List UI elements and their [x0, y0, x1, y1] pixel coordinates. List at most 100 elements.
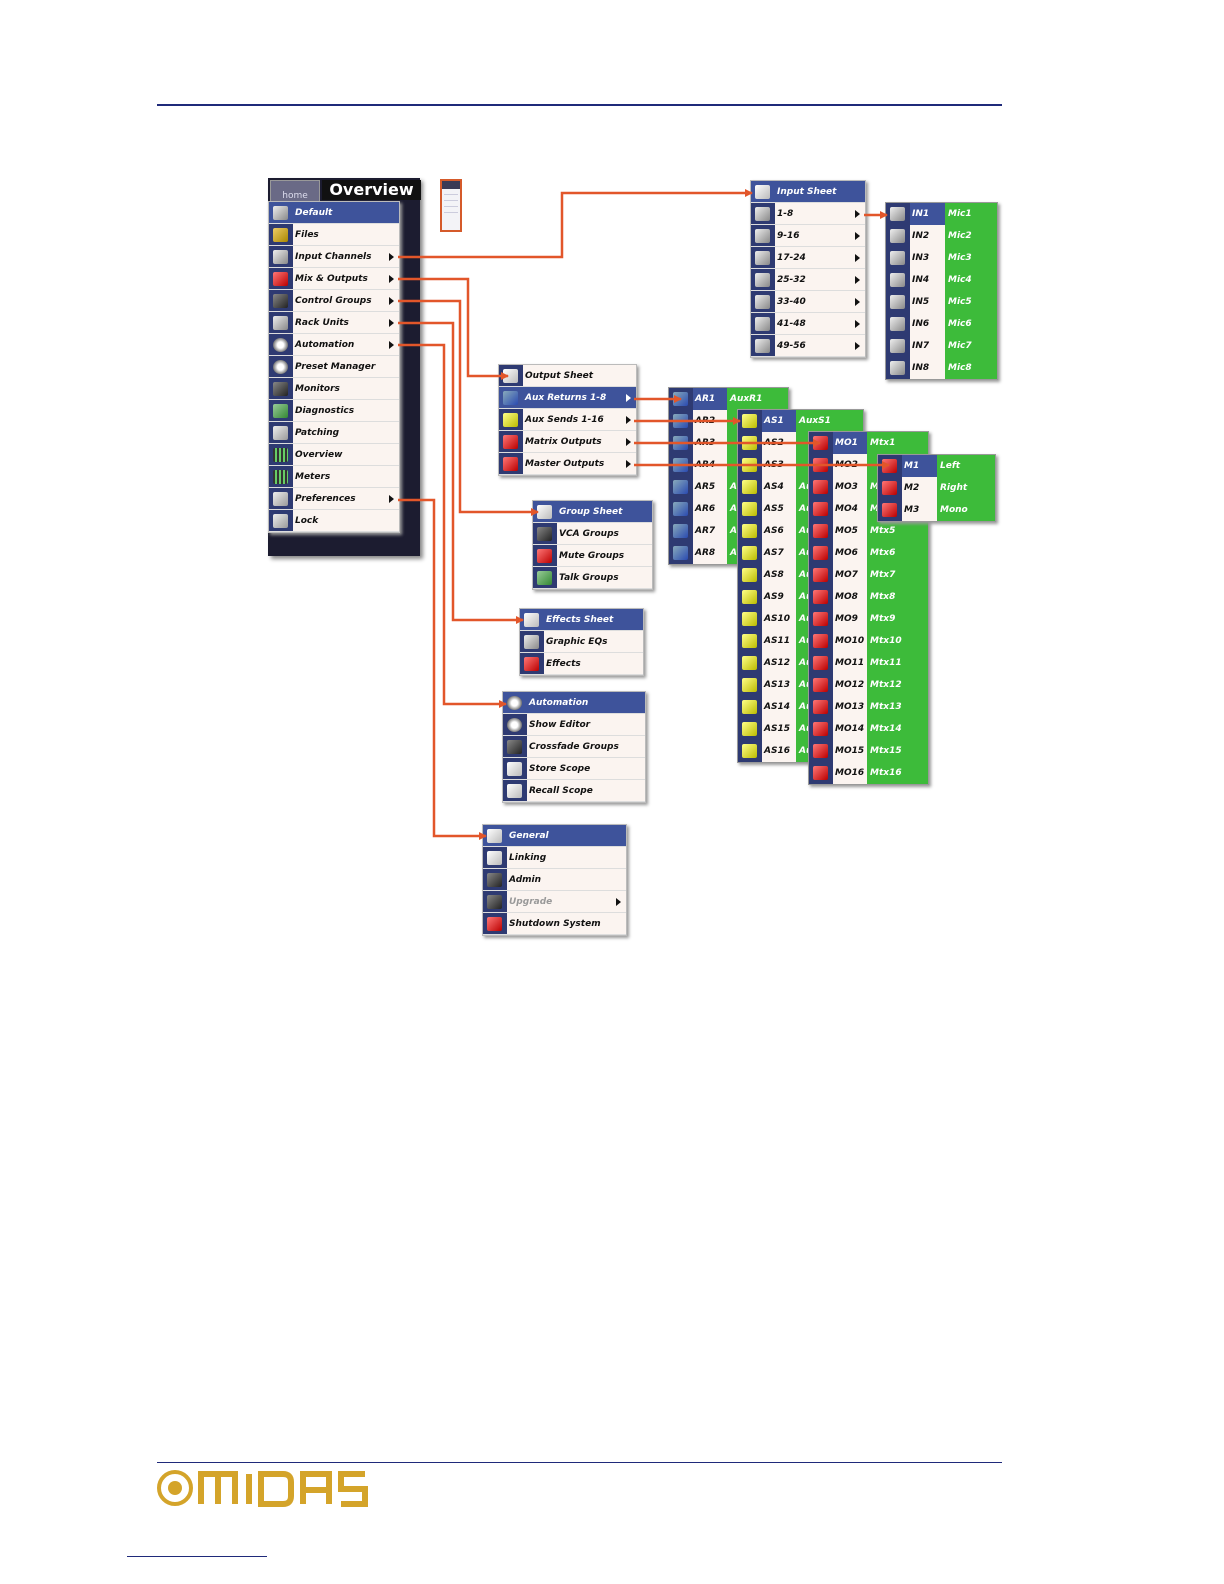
menu-item-input-channels[interactable]: Input Channels: [269, 246, 399, 268]
submenu-arrow-icon: [855, 320, 860, 328]
channel-icon: [673, 546, 688, 560]
menu-item-monitors[interactable]: Monitors: [269, 378, 399, 400]
menu-item-master-outputs[interactable]: Master Outputs: [499, 453, 636, 475]
menu-item-17-24[interactable]: 17-24: [751, 247, 865, 269]
menu-item-store-scope[interactable]: Store Scope: [503, 758, 645, 780]
menu-item-patching[interactable]: Patching: [269, 422, 399, 444]
menu-item-lock[interactable]: Lock: [269, 510, 399, 532]
menu-item-files[interactable]: Files: [269, 224, 399, 246]
menu-item-admin[interactable]: Admin: [483, 869, 626, 891]
channel-name: Mic4: [948, 275, 972, 285]
submenu-arrow-icon: [855, 254, 860, 262]
channel-name: Au: [799, 504, 813, 514]
menu-item-show-editor[interactable]: Show Editor: [503, 714, 645, 736]
menu-item-overview[interactable]: Overview: [269, 444, 399, 466]
menu-item-33-40[interactable]: 33-40: [751, 291, 865, 313]
menu-item-mute-groups[interactable]: Mute Groups: [533, 545, 652, 567]
menu-item-input-sheet[interactable]: Input Sheet: [751, 181, 865, 203]
menu-item-9-16[interactable]: 9-16: [751, 225, 865, 247]
menu-item-preset-manager[interactable]: Preset Manager: [269, 356, 399, 378]
menu-item-automation[interactable]: Automation: [503, 692, 645, 714]
menu-item-group-sheet[interactable]: Group Sheet: [533, 501, 652, 523]
menu-item-automation[interactable]: Automation: [269, 334, 399, 356]
menu-item-general[interactable]: General: [483, 825, 626, 847]
menu-item-meters[interactable]: Meters: [269, 466, 399, 488]
channel-id: IN3: [912, 253, 930, 263]
menu-item-default[interactable]: Default: [269, 202, 399, 224]
menu-item-rack-units[interactable]: Rack Units: [269, 312, 399, 334]
overview-title: Overview: [322, 180, 421, 200]
channel-name: A: [730, 482, 737, 492]
menu-item-effects[interactable]: Effects: [520, 653, 643, 675]
menu-item-vca-groups[interactable]: VCA Groups: [533, 523, 652, 545]
menu-item-recall-scope[interactable]: Recall Scope: [503, 780, 645, 802]
menu-item-label: 25-32: [777, 275, 806, 285]
menu-item-49-56[interactable]: 49-56: [751, 335, 865, 357]
menu-item-25-32[interactable]: 25-32: [751, 269, 865, 291]
submenu-arrow-icon: [855, 232, 860, 240]
menu-item-mix-outputs[interactable]: Mix & Outputs: [269, 268, 399, 290]
menu-item-preferences[interactable]: Preferences: [269, 488, 399, 510]
menu-item-upgrade[interactable]: Upgrade: [483, 891, 626, 913]
menu-item-crossfade-groups[interactable]: Crossfade Groups: [503, 736, 645, 758]
menu-item-1-8[interactable]: 1-8: [751, 203, 865, 225]
menu-item-effects-sheet[interactable]: Effects Sheet: [520, 609, 643, 631]
menu-item-41-48[interactable]: 41-48: [751, 313, 865, 335]
menu-item-diagnostics[interactable]: Diagnostics: [269, 400, 399, 422]
menu-item-control-groups[interactable]: Control Groups: [269, 290, 399, 312]
menu-item-talk-groups[interactable]: Talk Groups: [533, 567, 652, 589]
menu-item-graphic-eqs[interactable]: Graphic EQs: [520, 631, 643, 653]
menu-item-matrix-outputs[interactable]: Matrix Outputs: [499, 431, 636, 453]
home-tab[interactable]: home: [270, 180, 320, 202]
menu-item-shutdown-system[interactable]: Shutdown System: [483, 913, 626, 935]
menu-item-aux-returns-1-8[interactable]: Aux Returns 1-8: [499, 387, 636, 409]
menu-item-label: Mix & Outputs: [295, 274, 368, 284]
channel-name: Au: [799, 702, 813, 712]
menu-item-aux-sends-1-16[interactable]: Aux Sends 1-16: [499, 409, 636, 431]
menu-item-linking[interactable]: Linking: [483, 847, 626, 869]
